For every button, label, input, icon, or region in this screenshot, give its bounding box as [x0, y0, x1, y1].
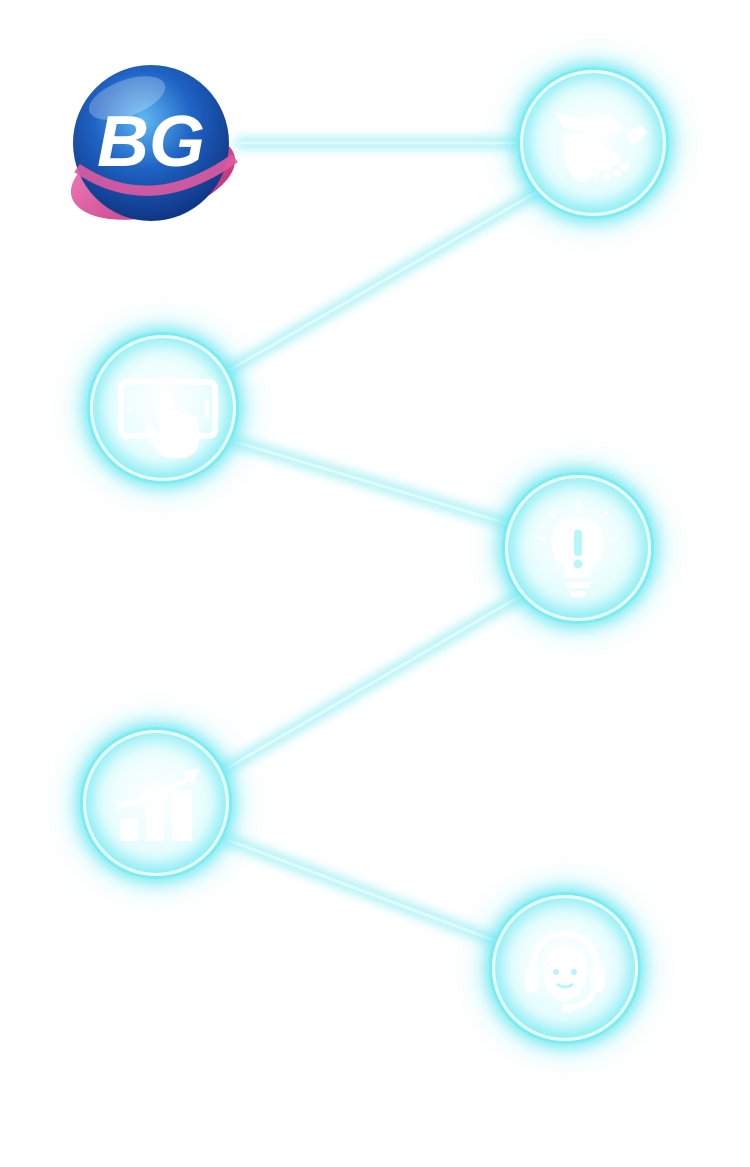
- bg-logo[interactable]: BG: [55, 48, 245, 228]
- connector-chart-to-support: [226, 838, 500, 944]
- lightbulb-icon: [536, 500, 620, 597]
- connector-handshake-to-tablet: [224, 188, 542, 374]
- handshake-icon: [555, 113, 647, 183]
- lightbulb-node[interactable]: [505, 475, 651, 621]
- growth-chart-icon: [116, 769, 200, 841]
- bg-logo-text: BG: [97, 102, 205, 182]
- growth-chart-node[interactable]: [83, 730, 229, 876]
- tablet-touch-node[interactable]: [90, 335, 236, 481]
- handshake-node[interactable]: [520, 70, 666, 216]
- customer-support-icon: [525, 930, 605, 1013]
- connector-tablet-to-lightbulb: [234, 440, 514, 527]
- connector-lightbulb-to-chart: [222, 594, 522, 772]
- tablet-touch-icon: [118, 379, 218, 458]
- customer-support-node[interactable]: [492, 895, 638, 1041]
